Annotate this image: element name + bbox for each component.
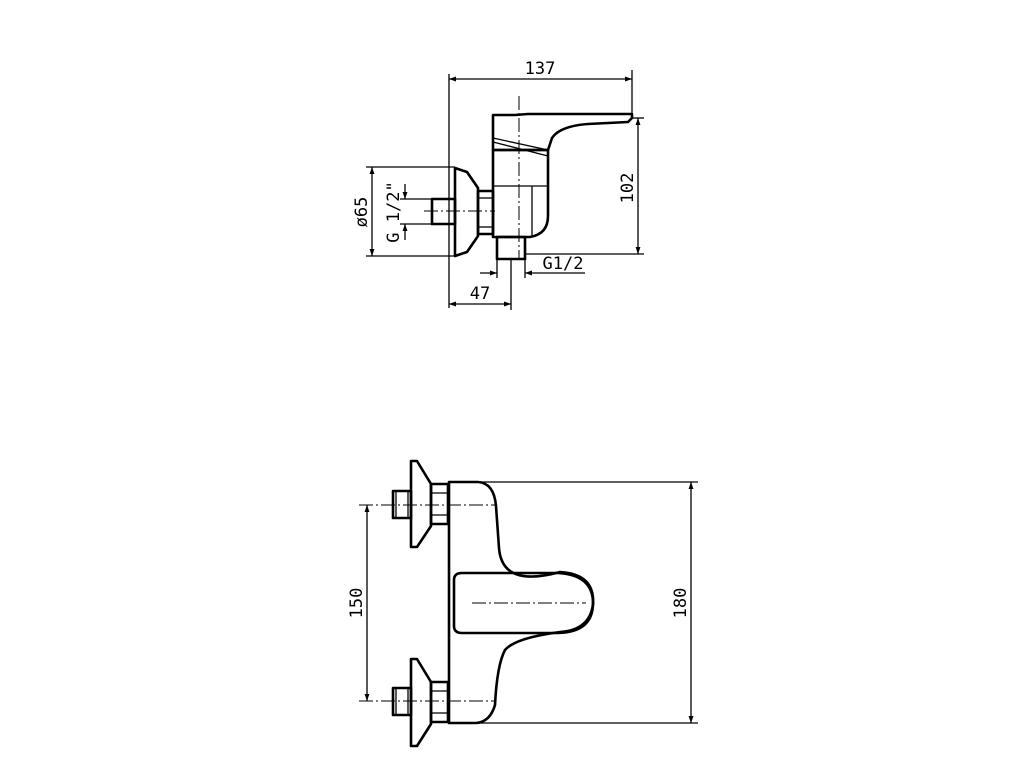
- dim-spacing-label: 150: [347, 588, 367, 619]
- front-view: 150 180: [347, 459, 698, 748]
- lower-flange: [409, 657, 433, 748]
- dim-height-label: 102: [618, 173, 638, 204]
- outlet-spout: [495, 235, 527, 261]
- upper-connection: [391, 459, 450, 549]
- dim-inlet-thread-label: G 1/2": [384, 181, 404, 242]
- top-view: 137 102 ø65 G 1/2" G1/2 47: [352, 59, 644, 310]
- dim-depth-label: 47: [470, 284, 490, 304]
- lever-handle-front: [452, 571, 595, 635]
- upper-flange: [409, 459, 433, 549]
- lower-connection: [391, 657, 450, 748]
- lever-handle: [491, 112, 634, 152]
- wall-flange: [453, 166, 480, 258]
- dim-total-height-label: 180: [671, 588, 691, 619]
- mixer-body: [491, 148, 550, 239]
- dim-diameter-label: ø65: [352, 197, 372, 228]
- dim-width-label: 137: [525, 59, 556, 79]
- dim-outlet-thread-label: G1/2: [543, 254, 584, 274]
